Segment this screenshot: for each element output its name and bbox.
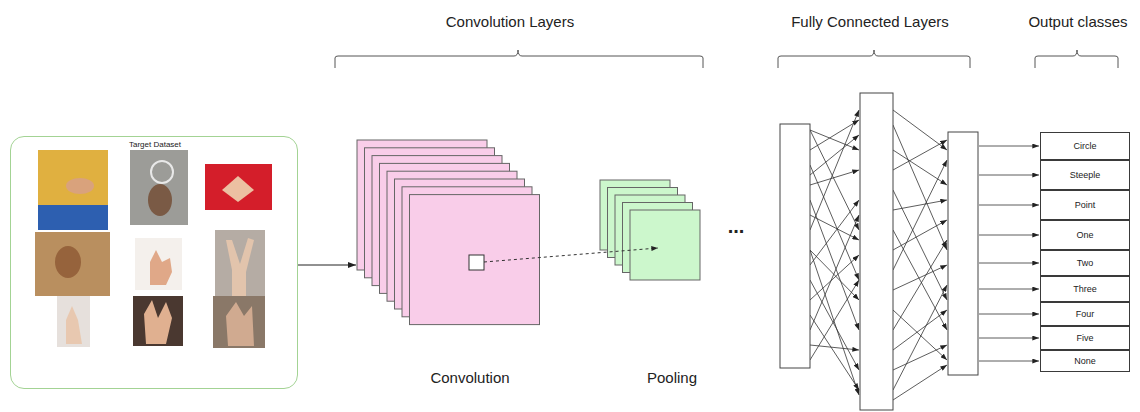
dataset-panel: Target Dataset <box>10 136 298 389</box>
neuron-link <box>893 310 947 360</box>
class-label: None <box>1074 356 1096 366</box>
neuron-link <box>810 120 859 150</box>
hand-shape <box>66 306 82 344</box>
output-link <box>979 289 1039 290</box>
hand-shape <box>222 176 254 202</box>
section-heading: Convolution Layers <box>446 13 574 30</box>
output-link <box>979 235 1039 236</box>
class-box: One <box>1040 220 1130 250</box>
output-link <box>979 361 1039 362</box>
neuron-link <box>893 310 947 350</box>
neuron-link <box>893 140 947 170</box>
class-box: None <box>1040 350 1130 372</box>
class-label: One <box>1076 230 1093 240</box>
brace <box>335 50 703 68</box>
pooling-stack: Pooling <box>600 180 710 390</box>
dense-layer <box>860 93 893 410</box>
feature-map-stack <box>357 140 540 325</box>
photo <box>133 296 183 346</box>
class-box: Steeple <box>1040 160 1130 190</box>
photo <box>205 164 272 210</box>
hand-shape <box>55 246 81 278</box>
node-label: Convolution <box>430 369 509 386</box>
class-box: Circle <box>1040 132 1130 160</box>
neuron-link <box>810 165 859 280</box>
node-label: Pooling <box>647 369 697 386</box>
brace <box>778 50 970 68</box>
photo <box>135 238 182 290</box>
dense-layer <box>780 124 810 368</box>
hand-shape <box>144 300 172 344</box>
neuron-link <box>810 110 859 230</box>
class-label: Two <box>1077 258 1094 268</box>
photo <box>38 150 108 230</box>
pooling-arrow <box>484 248 658 262</box>
hand-shape <box>148 184 172 216</box>
dense-layer <box>948 132 978 375</box>
class-label: Point <box>1075 200 1096 210</box>
hand-shape <box>66 178 94 194</box>
neuron-link <box>893 265 947 290</box>
dataset-photos <box>35 150 272 348</box>
photo-detail <box>151 161 173 183</box>
neuron-link <box>810 255 859 300</box>
neuron-link <box>893 220 947 250</box>
output-link <box>979 146 1039 147</box>
class-label: Four <box>1076 309 1095 319</box>
neuron-link <box>810 130 859 230</box>
output-link <box>979 205 1039 206</box>
class-label: Steeple <box>1070 170 1101 180</box>
neuron-link <box>810 280 859 360</box>
neuron-link <box>810 215 859 240</box>
class-label: Circle <box>1073 141 1096 151</box>
hand-shape <box>226 238 254 296</box>
hand-shape <box>226 302 254 346</box>
photo <box>215 230 265 300</box>
output-link <box>979 263 1039 264</box>
neuron-link <box>893 200 947 210</box>
hand-shape <box>150 250 172 285</box>
output-link <box>979 175 1039 176</box>
neuron-link <box>810 130 859 150</box>
class-box: Five <box>1040 326 1130 350</box>
output-link <box>979 338 1039 339</box>
ellipsis-mark: ... <box>728 215 745 238</box>
photo <box>213 296 265 348</box>
kernel-window <box>469 255 484 270</box>
class-label: Three <box>1073 284 1097 294</box>
class-box: Two <box>1040 250 1130 276</box>
neuron-link <box>893 365 947 400</box>
node-label: Target Dataset <box>129 140 181 149</box>
photo-detail <box>38 205 108 230</box>
photo <box>57 296 90 347</box>
neuron-link <box>893 230 947 330</box>
neuron-link <box>810 315 859 390</box>
photo <box>35 232 110 296</box>
class-box: Three <box>1040 276 1130 302</box>
neuron-link <box>810 200 859 330</box>
class-box: Four <box>1040 302 1130 326</box>
class-label: Five <box>1076 333 1093 343</box>
photo <box>130 150 188 225</box>
pooled-map <box>630 210 700 280</box>
pooled-map-stack <box>600 180 700 280</box>
neuron-links <box>810 110 1039 400</box>
neuron-link <box>810 170 859 185</box>
neuron-link <box>893 285 947 390</box>
output-link <box>979 314 1039 315</box>
section-heading: Output classes <box>1028 13 1127 30</box>
class-box: Point <box>1040 190 1130 220</box>
neuron-link <box>810 215 859 330</box>
flow-arrow <box>298 265 356 266</box>
neuron-link <box>893 125 947 250</box>
neuron-link <box>893 345 947 370</box>
brace <box>1035 50 1118 68</box>
convolution-stack: Convolution <box>357 140 540 390</box>
section-heading: Fully Connected Layers <box>791 13 949 30</box>
neuron-link <box>893 240 947 330</box>
